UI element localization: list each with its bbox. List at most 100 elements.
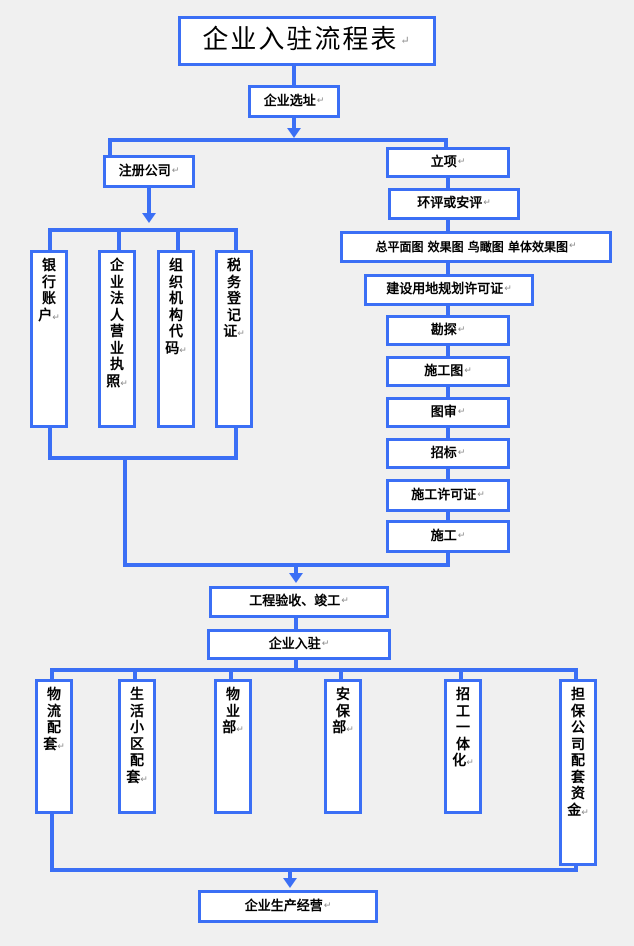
node-project-approval: 立项↵ [386,147,510,178]
node-label: 总平面图 效果图 鸟瞰图 单体效果图 [375,239,568,254]
vchar: 照↵ [106,373,128,390]
node-label: 招标 [430,445,457,461]
node-construction-permit: 施工许可证↵ [386,479,510,512]
connector-service-6-top [574,668,578,680]
bus-top-split [108,138,448,142]
pilcrow-mark: ↵ [316,95,325,106]
vchar: 套↵ [43,736,65,753]
bus-services-bottom [50,868,578,872]
connector-title-to-site [292,66,296,85]
vchar: 机 [169,291,183,308]
pilcrow-mark: ↵ [569,241,577,252]
connector-bus-to-register [108,138,112,155]
vchar: 物 [226,687,240,703]
node-construction: 施工↵ [386,520,510,553]
bus-merge-to-acceptance [123,563,450,567]
connector-service-2-top [133,668,137,680]
connector-merge-to-acceptance [294,563,298,580]
vchar: 税 [227,258,241,274]
connector-left-merge-down [123,456,127,565]
pilcrow-mark: ↵ [483,198,491,209]
vchar: 业 [110,340,124,357]
vchar: 套↵ [126,769,148,786]
node-license-tax-registration: 税 务 登 记 证↵ [215,250,253,428]
vchar: 配 [571,753,585,770]
vchar: 配 [130,753,144,770]
connector-entry-to-services-bus [294,659,298,672]
node-license-org-code: 组 织 机 构 代 码↵ [157,250,195,428]
connector-chain-1-2 [446,218,450,232]
node-enterprise-entry: 企业入驻↵ [207,629,391,660]
vchar: 户↵ [38,307,60,324]
pilcrow-mark: ↵ [457,406,466,417]
vchar: 织 [169,274,183,291]
connector-license-3-top [176,228,180,250]
pilcrow-mark: ↵ [323,900,332,911]
vchar: 构 [169,307,183,324]
vchar: 企 [110,258,124,274]
vchar: 流 [47,703,61,720]
arrowhead-register-down [142,213,156,223]
connector-service-1-bottom [50,814,54,870]
connector-service-4-top [339,668,343,680]
vchar: 登 [227,291,241,308]
vchar: 银 [42,258,56,274]
vchar: 部↵ [332,720,354,737]
pilcrow-mark: ↵ [457,156,466,167]
vchar: 化↵ [452,753,474,770]
vchar: 部↵ [222,720,244,737]
vchar: 物 [47,687,61,703]
pilcrow-mark: ↵ [400,34,412,48]
pilcrow-mark: ↵ [341,596,349,607]
connector-license-1-top [48,228,52,250]
vchar: 代 [169,324,183,341]
vchar: 活 [130,703,144,720]
vchar: 担 [571,687,585,703]
pilcrow-mark: ↵ [321,638,330,649]
vchar: 金↵ [567,802,589,819]
connector-service-5-top [459,668,463,680]
vchar: 资 [571,786,585,803]
pilcrow-mark: ↵ [171,165,180,176]
connector-services-to-final [288,868,292,885]
node-label: 勘探 [430,322,457,338]
node-service-security-dept: 安 保 部↵ [324,679,362,814]
node-service-property-dept: 物 业 部↵ [214,679,252,814]
connector-chain-6-7 [446,426,450,438]
vchar: 法 [110,291,124,308]
connector-license-2-top [117,228,121,250]
arrowhead-services-to-final [283,878,297,888]
vchar: 区 [130,736,144,753]
node-label: 图审 [430,404,457,420]
node-service-recruitment: 招 工 一 体 化↵ [444,679,482,814]
pilcrow-mark: ↵ [457,447,466,458]
vchar: 业 [226,703,240,720]
node-environment-safety-assessment: 环评或安评↵ [388,188,520,220]
vchar: 公 [571,720,585,737]
vchar: 码↵ [165,340,187,357]
vchar: 工 [456,703,470,720]
vchar: 人 [110,307,124,324]
node-plan-drawings: 总平面图 效果图 鸟瞰图 单体效果图↵ [340,231,612,263]
node-label: 施工 [430,528,457,544]
arrowhead-merge-to-acceptance [289,573,303,583]
pilcrow-mark: ↵ [236,725,244,736]
vchar: 执 [110,357,124,374]
vchar: 行 [42,274,56,291]
connector-license-4-bottom [234,428,238,460]
pilcrow-mark: ↵ [120,378,128,389]
connector-site-to-bus [292,118,296,132]
node-drawing-review: 图审↵ [386,397,510,428]
vchar: 营 [110,324,124,341]
bus-licenses-bottom [48,456,238,460]
node-construction-drawing: 施工图↵ [386,356,510,387]
pilcrow-mark: ↵ [237,329,245,340]
vchar: 证↵ [223,324,245,341]
node-land-planning-permit: 建设用地规划许可证↵ [364,274,534,306]
pilcrow-mark: ↵ [457,530,466,541]
connector-chain-7-8 [446,467,450,479]
node-final-production-operation: 企业生产经营↵ [198,890,378,923]
connector-service-3-top [229,668,233,680]
node-survey: 勘探↵ [386,315,510,346]
node-service-residential: 生 活 小 区 配 套↵ [118,679,156,814]
